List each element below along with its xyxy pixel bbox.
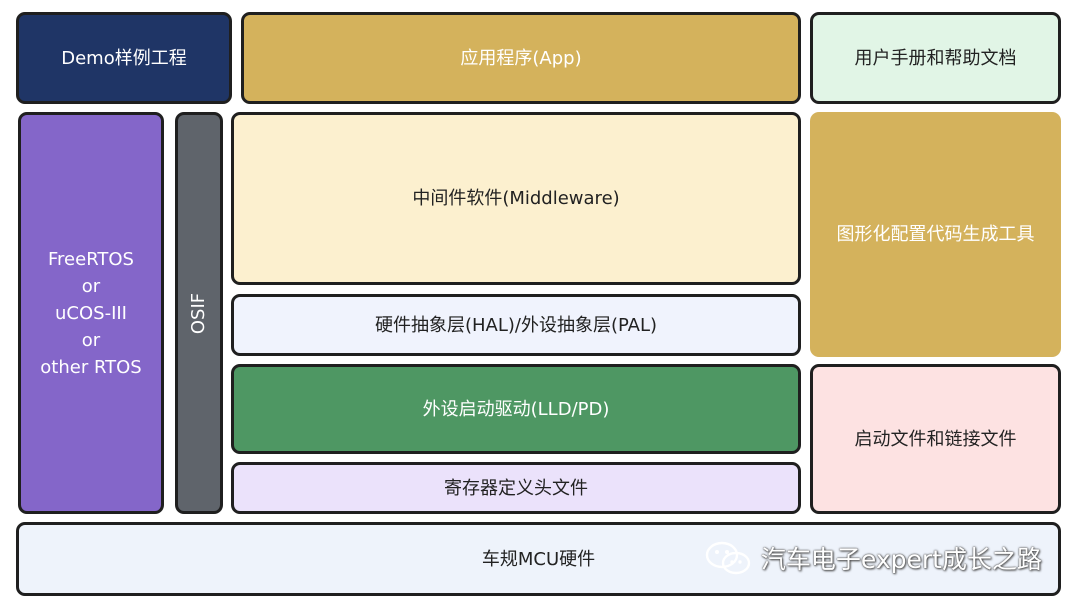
hal-block-label: 硬件抽象层(HAL)/外设抽象层(PAL): [374, 314, 658, 336]
register-block: 寄存器定义头文件: [231, 462, 801, 514]
watermark: 汽车电子expert成长之路: [703, 536, 1042, 580]
watermark-text: 汽车电子expert成长之路: [760, 545, 1042, 574]
rtos-block: FreeRTOS or uCOS-III or other RTOS: [18, 112, 164, 514]
lld-block: 外设启动驱动(LLD/PD): [231, 364, 801, 454]
wechat-icon: [703, 538, 753, 578]
startup-block-label: 启动文件和链接文件: [854, 428, 1017, 450]
middleware-block-label: 中间件软件(Middleware): [412, 188, 620, 209]
app-block-label: 应用程序(App): [460, 47, 582, 69]
osif-block: OSIF: [175, 112, 223, 514]
config-tool-block: 图形化配置代码生成工具: [810, 112, 1061, 357]
mcu-block: 车规MCU硬件: [16, 522, 1061, 596]
middleware-block: 中间件软件(Middleware): [231, 112, 801, 285]
startup-block: 启动文件和链接文件: [810, 364, 1061, 514]
config-tool-block-label: 图形化配置代码生成工具: [836, 224, 1035, 245]
rtos-line-2: or: [81, 275, 101, 297]
rtos-line-3: uCOS-III: [55, 302, 127, 324]
rtos-block-text: FreeRTOS or uCOS-III or other RTOS: [40, 246, 141, 381]
app-block: 应用程序(App): [241, 12, 801, 104]
register-block-label: 寄存器定义头文件: [444, 477, 588, 499]
osif-block-label: OSIF: [188, 292, 210, 334]
manual-block: 用户手册和帮助文档: [810, 12, 1061, 104]
mcu-block-label: 车规MCU硬件: [481, 548, 596, 570]
hal-block: 硬件抽象层(HAL)/外设抽象层(PAL): [231, 294, 801, 356]
demo-block: Demo样例工程: [16, 12, 232, 104]
lld-block-label: 外设启动驱动(LLD/PD): [422, 398, 610, 420]
rtos-line-5: other RTOS: [40, 356, 142, 378]
demo-block-label: Demo样例工程: [61, 47, 187, 69]
rtos-line-1: FreeRTOS: [48, 248, 134, 270]
rtos-line-4: or: [81, 329, 101, 351]
manual-block-label: 用户手册和帮助文档: [854, 47, 1017, 69]
